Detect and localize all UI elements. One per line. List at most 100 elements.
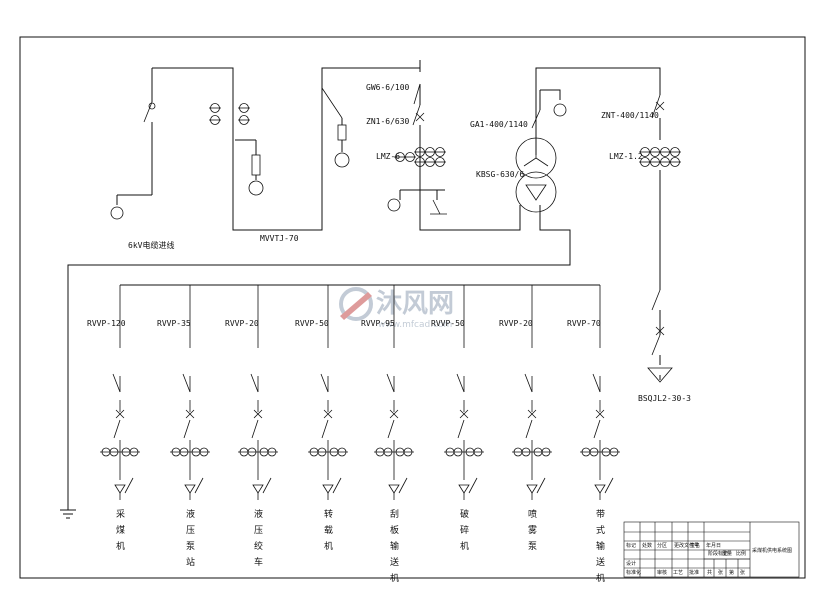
feeder-breaker-x-b <box>459 409 469 419</box>
feeder-cable-label: RVVP-50 <box>431 319 465 328</box>
feeder-load-name: 泵 <box>528 541 537 552</box>
feeder-contactor-blade <box>387 419 395 439</box>
feeder-isolator-blade <box>182 373 191 393</box>
feeder-8 <box>580 285 620 500</box>
feeder-1 <box>100 285 140 500</box>
label-transformer: KBSG-630/6 <box>476 170 524 179</box>
ga-lamp <box>553 103 567 117</box>
feeder-7 <box>512 285 552 500</box>
feeder-load-name: 碎 <box>460 524 469 536</box>
feeder-5 <box>374 285 414 500</box>
title-cell: 工艺 <box>673 570 683 576</box>
ga-blade <box>531 109 541 129</box>
feeder-cable-label: RVVP-20 <box>225 319 259 328</box>
feeder-load-name: 机 <box>596 572 605 584</box>
bus-main <box>67 205 571 510</box>
ct-ring-13 <box>669 147 681 157</box>
ct-ring-0 <box>209 103 221 113</box>
title-cell: 标记 <box>626 542 636 549</box>
feeder-load-name: 送 <box>596 556 605 568</box>
feeder-isolator-blade <box>112 373 121 393</box>
transformer-secondary-winding <box>515 171 557 213</box>
feeder-load-name: 送 <box>390 556 399 568</box>
ct-ring-1 <box>209 115 221 125</box>
tap-lamp <box>387 198 401 212</box>
feeder-load-name: 压 <box>186 525 195 536</box>
drawing-name: 采煤机供电系统图 <box>752 547 792 554</box>
feeder-isolator-blade <box>250 373 259 393</box>
label-zn-breaker: ZN1-6/630 <box>366 117 410 126</box>
feeder-load-name: 转 <box>324 508 333 520</box>
feeder-motor-arrow <box>458 484 470 494</box>
title-cell: 重量 <box>722 550 732 557</box>
relay-coil <box>337 124 347 141</box>
feeder-load-name: 压 <box>254 525 263 536</box>
ct-ring-2 <box>238 103 250 113</box>
lighting-cross-b <box>655 326 665 336</box>
feeder-3 <box>238 285 278 500</box>
feeder-load-name: 站 <box>186 556 195 568</box>
label-main-cable: MVVTJ-70 <box>260 234 299 243</box>
incoming-switch-blade <box>143 101 153 123</box>
feeder-motor-tail <box>262 477 272 494</box>
feeder-contactor-blade <box>457 419 465 439</box>
ct-ring-6 <box>434 147 446 157</box>
title-cell: 分区 <box>657 542 667 549</box>
title-cell: 第 <box>729 569 734 576</box>
incoming-switch-contact <box>148 102 156 110</box>
wiring <box>60 60 661 519</box>
feeder-isolator-blade <box>524 373 533 393</box>
feeder-load-name: 带 <box>596 509 605 520</box>
title-cell: 批准 <box>689 569 699 576</box>
feeder-motor-arrow <box>184 484 196 494</box>
feeder-contactor-blade <box>525 419 533 439</box>
feeder-breaker-x-b <box>527 409 537 419</box>
feeder-cable-label: RVVP-50 <box>295 319 329 328</box>
feeder-load-name: 液 <box>186 508 195 520</box>
feeder-breaker-x-b <box>323 409 333 419</box>
lighting-blade-b <box>651 334 661 356</box>
feeder-load-name: 绞 <box>254 540 263 552</box>
feeder-motor-arrow <box>388 484 400 494</box>
feeder-motor-tail <box>194 477 204 494</box>
feeder-group: RVVP-120采煤机RVVP-35液压泵站RVVP-20液压绞车RVVP-50… <box>87 285 620 584</box>
title-cell: 共 <box>707 569 712 576</box>
feeder-load-name: 喷 <box>528 509 537 520</box>
feeder-load-name: 机 <box>324 540 333 552</box>
feeder-4 <box>308 285 348 500</box>
feeder-motor-arrow <box>114 484 126 494</box>
feeder-load-name: 液 <box>254 508 263 520</box>
title-cell: 比例 <box>736 550 746 557</box>
feeder-load-name: 车 <box>254 556 263 568</box>
feeder-contactor-blade <box>183 419 191 439</box>
incoming-lamp <box>110 206 124 220</box>
title-cell: 张 <box>740 569 745 576</box>
feeder-contactor-blade <box>321 419 329 439</box>
feeder-breaker-x-b <box>253 409 263 419</box>
sub-indicator <box>248 180 264 196</box>
label-ct-low: LMZ-1.2 <box>609 152 643 161</box>
sub-fuse <box>251 154 261 176</box>
lighting-blade-a <box>651 289 661 311</box>
label-ga-disconnector: GA1-400/1140 <box>470 120 528 129</box>
title-cell: 更改文件号 <box>674 542 699 549</box>
feeder-load-name: 破 <box>460 508 469 520</box>
feeder-load-name: 刮 <box>390 508 399 520</box>
feeder-cable-label: RVVP-35 <box>157 319 191 328</box>
watermark-brand: 沐风网 <box>376 289 454 319</box>
feeder-load-name: 板 <box>390 524 399 536</box>
feeder-isolator-blade <box>592 373 601 393</box>
feeder-load-name: 输 <box>596 540 605 552</box>
to-transformer <box>419 185 521 231</box>
title-cell: 阶段标记 <box>708 550 728 557</box>
tap-ground <box>432 199 441 215</box>
feeder-load-name: 机 <box>116 540 125 552</box>
low-breaker-blade <box>651 94 661 119</box>
feeder-load-name: 采 <box>116 509 125 520</box>
feeder-motor-tail <box>332 477 342 494</box>
feeder-contactor-blade <box>113 419 121 439</box>
feeder-motor-tail <box>604 477 614 494</box>
feeder-isolator-blade <box>386 373 395 393</box>
feeder-motor-arrow <box>322 484 334 494</box>
